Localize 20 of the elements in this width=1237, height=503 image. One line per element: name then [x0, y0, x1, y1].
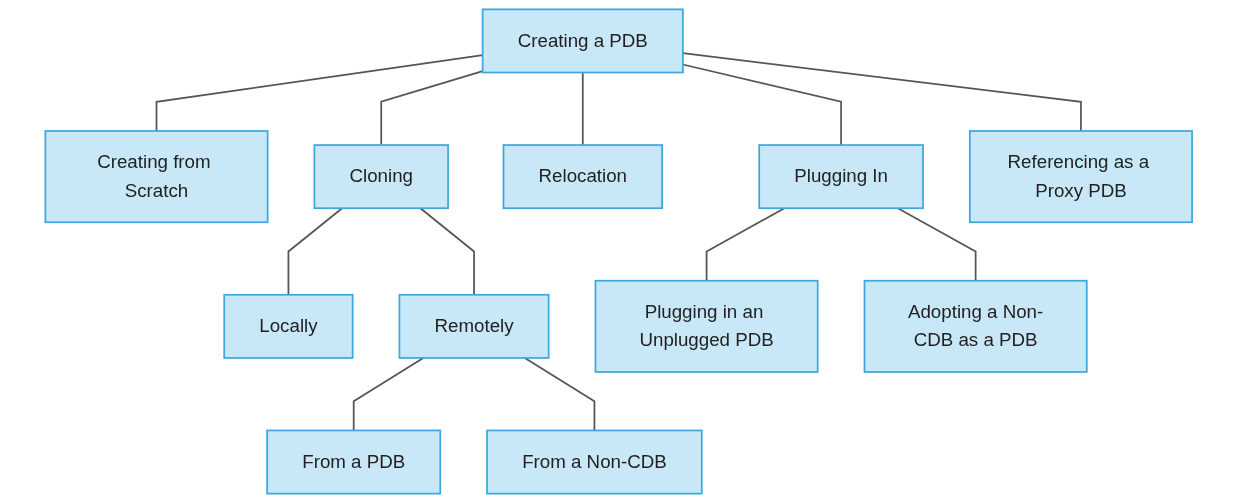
- node-box: Locally: [223, 293, 354, 359]
- connector: [523, 357, 596, 432]
- connector: [352, 357, 424, 432]
- connector: [581, 71, 584, 146]
- connector: [287, 207, 343, 296]
- connector: [419, 207, 475, 296]
- node-box: Plugging in an Unplugged PDB: [594, 279, 819, 373]
- node-box: Remotely: [398, 293, 550, 359]
- node-box: From a Non-CDB: [485, 429, 703, 495]
- node-box: Creating a PDB: [481, 8, 684, 74]
- node-box: Relocation: [502, 144, 663, 210]
- node-box: Referencing as a Proxy PDB: [968, 130, 1193, 224]
- connector: [896, 207, 977, 282]
- node-box: Creating from Scratch: [44, 130, 269, 224]
- connector: [380, 70, 484, 146]
- node-box: Cloning: [313, 144, 449, 210]
- connector: [705, 207, 785, 282]
- node-box: Plugging In: [758, 144, 924, 210]
- node-box: Adopting a Non-CDB as a PDB: [863, 279, 1088, 373]
- node-box: From a PDB: [266, 429, 441, 495]
